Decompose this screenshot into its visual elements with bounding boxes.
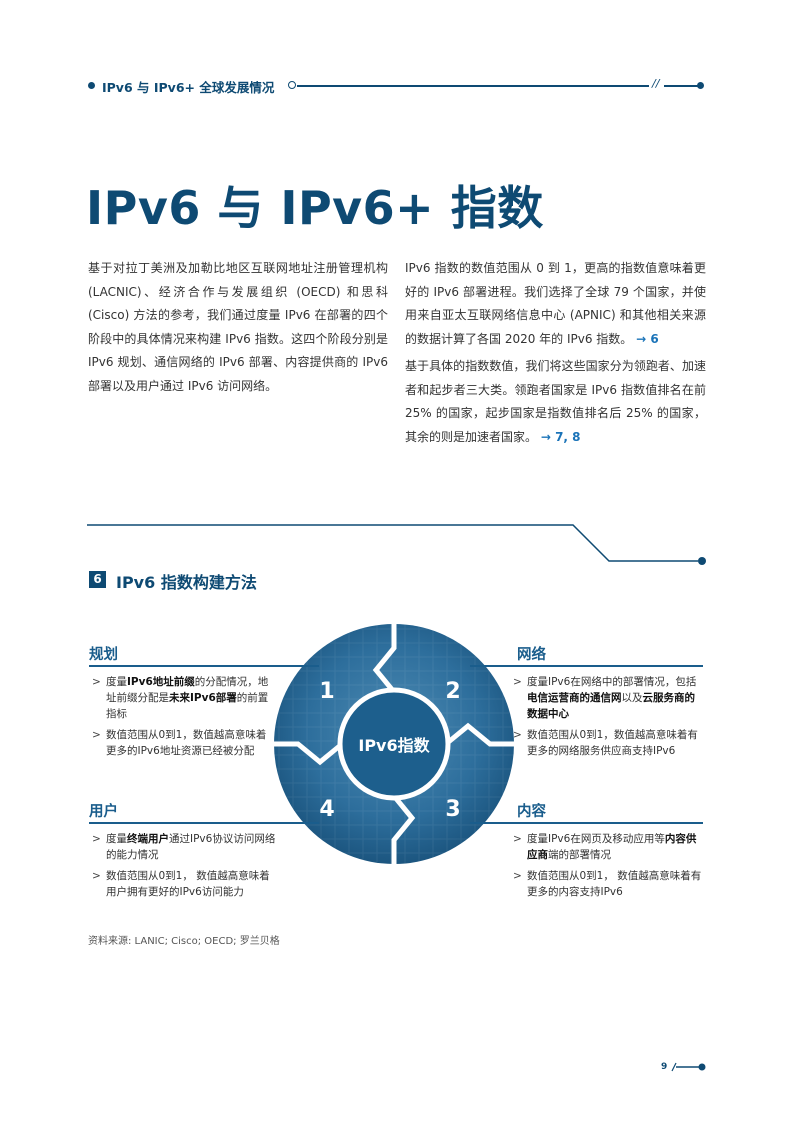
separator-top bbox=[372, 624, 397, 694]
running-header: IPv6 与 IPv6+ 全球发展情况 bbox=[102, 80, 275, 95]
page-title: IPv6 与 IPv6+ 指数 bbox=[86, 181, 544, 235]
list-item: 度量IPv6在网页及移动应用等内容供应商端的部署情况 bbox=[513, 831, 703, 863]
segment-1-label: 1 bbox=[319, 679, 334, 704]
diagram-center-label: IPv6指数 bbox=[358, 736, 430, 755]
header-slash: // bbox=[652, 77, 660, 90]
quadrant-network-list: 度量IPv6在网络中的部署情况，包括电信运营商的通信网以及云服务商的数据中心 数… bbox=[513, 674, 703, 764]
source-note: 资料来源: LANIC; Cisco; OECD; 罗兰贝格 bbox=[88, 936, 280, 947]
quadrant-user-title: 用户 bbox=[89, 804, 118, 820]
list-item: 数值范围从0到1， 数值越高意味着用户拥有更好的IPv6访问能力 bbox=[92, 868, 280, 900]
page-number: 9 bbox=[661, 1062, 668, 1072]
quadrant-user-list: 度量终端用户通过IPv6协议访问网络的能力情况 数值范围从0到1， 数值越高意味… bbox=[92, 831, 280, 905]
list-item: 数值范围从0到1， 数值越高意味着有更多的内容支持IPv6 bbox=[513, 868, 703, 900]
quadrant-content-rule bbox=[470, 822, 703, 824]
ipv6-index-diagram: IPv6指数 1 2 3 4 bbox=[274, 624, 514, 864]
separator-left bbox=[274, 741, 344, 766]
header-ring bbox=[288, 81, 296, 89]
separator-right bbox=[444, 722, 514, 747]
list-item: 度量IPv6地址前缀的分配情况，地址前缀分配是未来IPv6部署的前置指标 bbox=[92, 674, 272, 722]
intro-right-1: IPv6 指数的数值范围从 0 到 1，更高的指数值意味着更好的 IPv6 部署… bbox=[405, 257, 706, 351]
header-rule bbox=[297, 85, 649, 87]
intro-right-1-text: IPv6 指数的数值范围从 0 到 1，更高的指数值意味着更好的 IPv6 部署… bbox=[405, 261, 706, 346]
figure-ref-6[interactable]: → 6 bbox=[636, 331, 659, 346]
list-item: 度量IPv6在网络中的部署情况，包括电信运营商的通信网以及云服务商的数据中心 bbox=[513, 674, 703, 722]
quadrant-planning-list: 度量IPv6地址前缀的分配情况，地址前缀分配是未来IPv6部署的前置指标 数值范… bbox=[92, 674, 272, 764]
header-end-dot bbox=[697, 82, 704, 89]
footer-mark bbox=[671, 1062, 706, 1072]
list-item: 数值范围从0到1，数值越高意味着更多的IPv6地址资源已经被分配 bbox=[92, 727, 272, 759]
header-dot bbox=[88, 82, 95, 89]
header-rule-end bbox=[664, 85, 698, 87]
section-title: IPv6 指数构建方法 bbox=[116, 573, 257, 592]
quadrant-planning-rule bbox=[89, 665, 319, 667]
quadrant-network-title: 网络 bbox=[517, 647, 546, 663]
section-number: 6 bbox=[89, 571, 106, 588]
quadrant-content-list: 度量IPv6在网页及移动应用等内容供应商端的部署情况 数值范围从0到1， 数值越… bbox=[513, 831, 703, 905]
intro-right-2-text: 基于具体的指数数值，我们将这些国家分为领跑者、加速者和起步者三大类。领跑者国家是… bbox=[405, 359, 706, 444]
segment-3-label: 3 bbox=[445, 797, 460, 822]
separator-bottom bbox=[391, 794, 416, 864]
list-item: 数值范围从0到1，数值越高意味着有更多的网络服务供应商支持IPv6 bbox=[513, 727, 703, 759]
segment-4-label: 4 bbox=[319, 797, 334, 822]
intro-left: 基于对拉丁美洲及加勒比地区互联网地址注册管理机构 (LACNIC)、经济合作与发… bbox=[88, 261, 388, 393]
figure-ref-7-8[interactable]: → 7, 8 bbox=[540, 429, 581, 444]
section-divider bbox=[87, 524, 706, 565]
quadrant-content-title: 内容 bbox=[517, 804, 546, 820]
list-item: 度量终端用户通过IPv6协议访问网络的能力情况 bbox=[92, 831, 280, 863]
segment-2-label: 2 bbox=[445, 679, 460, 704]
quadrant-planning-title: 规划 bbox=[89, 647, 118, 663]
intro-right-2: 基于具体的指数数值，我们将这些国家分为领跑者、加速者和起步者三大类。领跑者国家是… bbox=[405, 355, 706, 449]
quadrant-user-rule bbox=[89, 822, 319, 824]
diagram-center bbox=[337, 687, 451, 801]
quadrant-network-rule bbox=[470, 665, 703, 667]
